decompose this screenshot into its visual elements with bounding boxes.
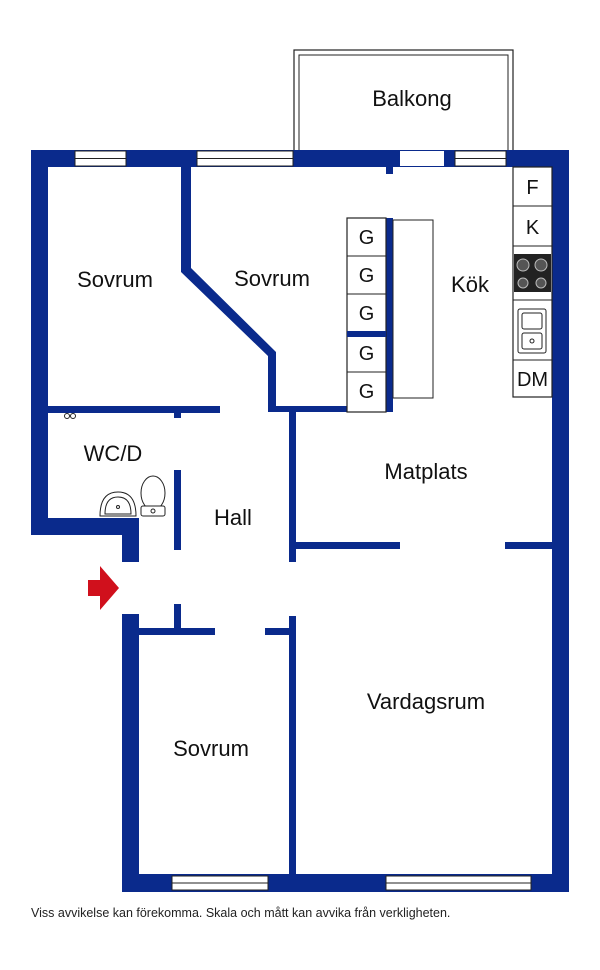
lower-bedroom-wall-left [139,628,215,635]
right-wall [552,150,569,892]
entrance-arrow-icon [88,566,119,610]
window-icon [196,150,294,167]
balcony [293,49,514,155]
hall-dining-wall [289,412,296,562]
room-label-living: Vardagsrum [367,689,485,714]
lower-bedroom-wall-right [265,628,296,635]
bedroom-living-wall [289,616,296,874]
bedroom-divider-wall [181,160,276,410]
room-label-hall: Hall [214,505,252,530]
stove-icon [514,254,551,292]
room-label-bedroom: Sovrum [234,266,310,291]
toilet-icon [140,475,166,517]
disclaimer-text: Viss avvikelse kan förekomma. Skala och … [31,906,451,920]
room-label-balcony: Balkong [372,86,452,111]
hall-wall-stub-bottom [174,604,181,634]
window-icon [74,150,127,167]
walls [31,150,569,892]
room-label-bedroom: Sovrum [77,267,153,292]
left-wall-upper [31,150,48,535]
sink-icon [517,308,547,354]
kitchen-island [392,219,434,399]
bedroom-wc-wall [48,406,220,413]
hall-wc-wall [174,470,181,550]
wardrobe-label: G [359,381,375,403]
dining-living-wall-right [505,542,552,549]
hall-wall-stub-top [174,406,181,418]
windows [74,150,532,891]
window-icon [454,150,507,167]
window-icon [171,875,269,891]
floor-plan: G G G G G F K DM [31,49,569,892]
kitchen-appliances: F K DM [512,166,553,398]
window-icon [385,875,532,891]
balcony-door [400,151,444,166]
room-label-dining: Matplats [384,459,467,484]
wall-stub [386,160,393,174]
utility-hookup-icon [64,413,76,419]
room-label-bedroom: Sovrum [173,736,249,761]
dining-living-wall-left [296,542,400,549]
wardrobes: G G G G G [346,217,387,413]
room-label-wc: WC/D [84,441,143,466]
dishwasher-label: DM [517,369,548,391]
washbasin-icon [99,491,137,517]
wc-bottom-wall [31,518,139,535]
bedroom-hall-wall [268,406,354,412]
freezer-label: F [526,177,538,199]
wardrobe-label: G [359,303,375,325]
wardrobe-label: G [359,343,375,365]
left-wall-lower [122,614,139,892]
wardrobe-label: G [359,227,375,249]
room-label-kitchen: Kök [451,272,490,297]
entrance-step-wall [122,518,139,562]
wardrobe-wall [386,218,393,412]
wardrobe-label: G [359,265,375,287]
fridge-label: K [526,217,540,239]
